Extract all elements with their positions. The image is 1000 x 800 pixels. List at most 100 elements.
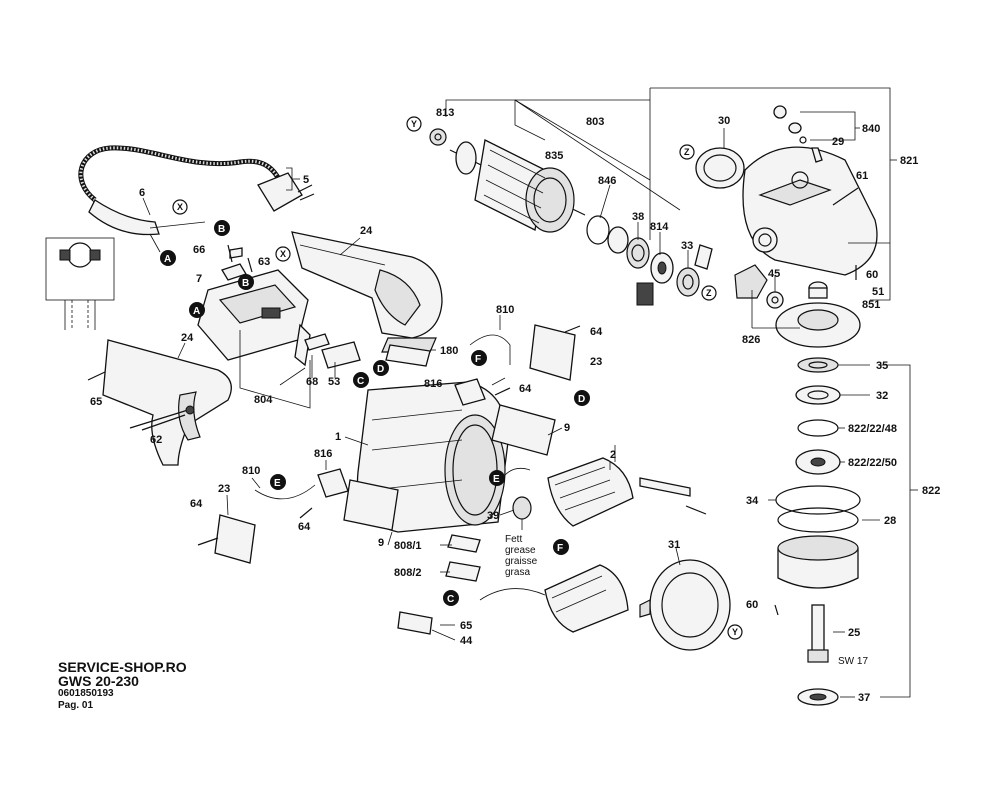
marker-x-handle: X [280,249,286,259]
label-803: 803 [586,116,604,128]
alignment-markers: X X Y Z Z Y [172,116,743,640]
shop-name: SERVICE-SHOP.RO [58,659,187,675]
label-1: 1 [335,431,341,443]
screw-64-top [564,325,581,333]
label-822-22-50: 822/22/50 [848,457,897,469]
pinion-assembly [734,264,784,309]
label-2: 2 [610,449,616,461]
label-64-a: 64 [590,326,603,338]
label-64-b: 64 [519,383,532,395]
connector-a-switch: A [193,306,200,317]
label-846: 846 [598,175,616,187]
part-labels: 813 803 835 30 840 29 821 61 846 38 814 … [90,107,940,704]
brush-holder-lower [254,468,349,500]
label-65-lower: 65 [460,620,472,632]
marker-y-shroud: Y [732,627,738,637]
grease-note-3: graisse [505,556,538,567]
label-64-c: 64 [190,498,203,510]
label-5: 5 [303,174,309,186]
label-65-upper: 65 [90,396,102,408]
label-53: 53 [328,376,340,388]
insulation-808-1 [447,534,481,553]
screw-64-left [197,537,219,546]
label-814: 814 [650,221,669,233]
label-808-1: 808/1 [394,540,422,552]
label-822-22-48: 822/22/48 [848,423,897,435]
spring-clip [694,244,713,270]
grease-point-39 [512,496,532,530]
label-24-lower: 24 [181,332,194,344]
brush-holder-upper [454,334,511,406]
label-44: 44 [460,635,473,647]
handle-half-lower [87,339,232,466]
label-808-2: 808/2 [394,567,422,579]
label-826: 826 [742,334,760,346]
gear-housing [742,146,878,276]
marker-z-bearing: Z [706,288,712,298]
label-34: 34 [746,495,759,507]
label-31: 31 [668,539,680,551]
armature [429,128,586,233]
page-number: Pag. 01 [58,700,94,711]
label-35: 35 [876,360,888,372]
label-37: 37 [858,692,870,704]
label-822: 822 [922,485,940,497]
screw-66 [227,244,233,263]
article-number: 0601850193 [58,688,114,699]
label-60-upper: 60 [866,269,878,281]
brush-44 [397,611,433,635]
model-name: GWS 20-230 [58,673,139,689]
connector-e-brush: E [274,478,281,489]
document-footer: SERVICE-SHOP.RO GWS 20-230 0601850193 Pa… [58,660,187,712]
label-66: 66 [193,244,205,256]
label-835: 835 [545,150,563,162]
label-29: 29 [832,136,844,148]
connector-d-switch: D [377,364,384,375]
label-30: 30 [718,115,730,127]
wiring-schematic [45,237,115,330]
connector-c-coil: C [447,594,454,605]
power-cord [78,145,315,253]
label-33: 33 [681,240,693,252]
label-180 [385,344,431,367]
cover-plate-lower [343,479,399,531]
brush-cover-upper [529,324,576,381]
marker-x-cord: X [177,202,183,212]
label-28: 28 [884,515,896,527]
label-821: 821 [900,155,918,167]
screw-bracket [685,505,707,515]
screw-64-low [299,507,313,519]
spindle-stack [774,357,861,706]
label-25: 25 [848,627,860,639]
label-61: 61 [856,170,868,182]
connector-c-switch: C [357,376,364,387]
screw-62 [141,414,186,431]
label-63: 63 [258,256,270,268]
screw-64-mid [494,387,511,396]
connector-f-brush: F [475,354,481,365]
label-68: 68 [306,376,318,388]
label-9-upper: 9 [564,422,570,434]
cover-plate-upper [491,404,556,456]
label-804: 804 [254,394,273,406]
grease-note-4: grasa [505,567,530,578]
spindle-lock-840 [773,105,823,163]
grease-note-2: grease [505,545,536,556]
brush-cover-lower [214,514,256,564]
label-51: 51 [872,286,884,298]
label-840: 840 [862,123,880,135]
field-coil-lower [479,564,629,633]
label-39: 39 [487,510,499,522]
cover-30 [695,147,745,189]
label-24-upper: 24 [360,225,373,237]
screw-61 [832,187,859,206]
connector-e-coil: E [493,474,500,485]
label-45: 45 [768,268,780,280]
bearing-851 [808,281,828,299]
label-816-upper: 816 [424,378,442,390]
cable-bracket [639,477,691,497]
grease-note-1: Fett [505,534,522,545]
label-810-lower: 810 [242,465,260,477]
leader-lines [142,87,918,698]
connector-markers: A B A B C D F D E E F C [160,220,590,606]
